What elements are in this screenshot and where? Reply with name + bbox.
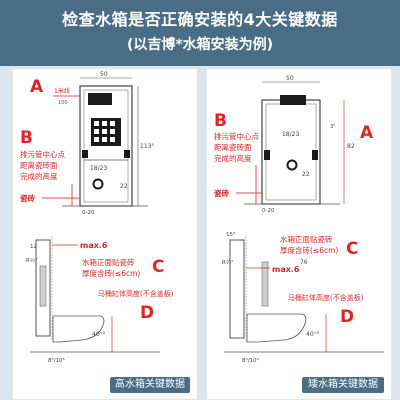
- tall-tile-label: 瓷砖: [20, 193, 35, 203]
- short-label-b: B: [214, 111, 227, 131]
- short-dim-height: 82: [347, 143, 355, 150]
- short-max6: max.6: [272, 265, 300, 274]
- tall-dim-top-left: 100: [58, 100, 68, 106]
- tall-tank-caption: 高水箱关键数据: [110, 377, 190, 393]
- short-dim-small: 3⁵: [330, 124, 335, 130]
- short-label-d: D: [340, 307, 354, 327]
- tall-max6: max.6: [80, 241, 108, 250]
- tall-label-a: A: [30, 77, 44, 97]
- short-mount-left: [264, 150, 270, 160]
- tall-1m-mark: 1米线: [54, 87, 70, 95]
- short-frame-inner: [265, 103, 317, 201]
- tall-side-r: R½": [26, 257, 38, 264]
- short-front-view: A 50 82 3⁵ B 排污管中心点 距离瓷砖面 完成的高度 瓷砖 18/23…: [214, 75, 374, 214]
- tall-mount-right: [124, 150, 130, 158]
- short-b-text-2: 距离瓷砖面: [214, 142, 252, 152]
- tall-dim-width: 50: [100, 71, 108, 78]
- short-c-text-2: 厚度含砖(≤6cm): [280, 245, 338, 255]
- short-b-text-1: 排污管中心点: [214, 131, 259, 141]
- short-mount-right: [312, 150, 318, 160]
- tall-side-frame: [35, 239, 51, 337]
- tall-side-view: 12 R½" max.6 C 水箱正面贴瓷砖 厚度含砖(≤6cm) 马桶缸体高度…: [26, 236, 174, 364]
- short-dim-width: 50: [286, 75, 294, 82]
- tall-d-text: 马桶缸体高度(不含盖板): [98, 289, 174, 298]
- tall-tank-grid-holes: [94, 121, 115, 142]
- content-area: 高水箱关键数据 矮水箱关键数据: [0, 66, 400, 400]
- short-side-view: 15⁵ R½" 76 max.6 C 水箱正面贴瓷砖 厚度含砖(≤6cm) 马桶…: [222, 231, 384, 364]
- tall-label-d: D: [140, 303, 154, 323]
- tall-pipe-offset: 22: [120, 183, 128, 190]
- tall-label-c: C: [152, 257, 164, 277]
- short-tank-top: [280, 95, 306, 105]
- tall-base-range: 0-20: [82, 210, 95, 216]
- tall-tank-top: [88, 93, 112, 105]
- tall-toilet-bowl: [52, 315, 105, 343]
- short-base-range: 0-20: [262, 208, 275, 214]
- tall-c-text-2: 厚度含砖(≤6cm): [82, 268, 140, 278]
- short-label-c: C: [346, 239, 358, 259]
- short-pipe-range: 18/23: [282, 131, 299, 138]
- tall-front-view: A 1米线 100 50 113⁵ B 排污管中心点 距离瓷砖面 完成的高度 瓷…: [20, 71, 154, 216]
- tall-mount-left: [82, 150, 88, 158]
- short-pipe-offset: 22: [302, 171, 310, 178]
- page-title: 检查水箱是否正确安装的4大关键数据: [62, 10, 338, 29]
- page-subtitle: (以吉博*水箱安装为例): [126, 37, 274, 53]
- short-side-15: 15⁵: [226, 231, 235, 238]
- short-frame: [261, 99, 321, 205]
- tall-frame-inner: [83, 89, 129, 203]
- short-bottom-dims: 8⁵/10⁵: [242, 357, 259, 364]
- tall-b-text-1: 排污管中心点: [20, 149, 65, 159]
- tall-side-12: 12: [30, 244, 37, 250]
- tall-b-text-2: 距离瓷砖面: [20, 160, 58, 170]
- short-c-text-1: 水箱正面贴瓷砖: [280, 234, 333, 244]
- short-d-dim: 40⁺²: [306, 331, 320, 338]
- tall-label-b: B: [20, 128, 33, 148]
- short-side-frame: [229, 239, 245, 339]
- tall-d-dim: 40⁺²: [92, 331, 106, 338]
- short-side-r: R½": [222, 259, 234, 266]
- tall-drain-pipe: [92, 178, 104, 190]
- short-side-pipe: [261, 261, 269, 307]
- tall-side-pipe: [39, 265, 47, 307]
- short-toilet-bowl: [246, 313, 307, 343]
- tall-bottom-dims: 8⁵/10⁵: [48, 357, 65, 364]
- tall-c-text-1: 水箱正面贴瓷砖: [82, 257, 135, 267]
- tall-tank-panel: [12, 68, 198, 400]
- short-d-text: 马桶缸体高度(不含盖板): [288, 293, 364, 302]
- tall-b-text-3: 完成的高度: [20, 171, 58, 181]
- short-drain-pipe: [286, 159, 298, 171]
- short-tank-caption: 矮水箱关键数据: [302, 377, 384, 393]
- header-banner: 检查水箱是否正确安装的4大关键数据 (以吉博*水箱安装为例): [0, 0, 400, 66]
- tall-dim-height: 113⁵: [140, 143, 154, 150]
- short-dim-76: 76: [300, 259, 308, 266]
- short-b-text-3: 完成的高度: [214, 153, 252, 163]
- short-label-a: A: [360, 123, 374, 143]
- short-tile-label: 瓷砖: [214, 188, 229, 198]
- tall-pipe-range: 18/23: [90, 165, 107, 172]
